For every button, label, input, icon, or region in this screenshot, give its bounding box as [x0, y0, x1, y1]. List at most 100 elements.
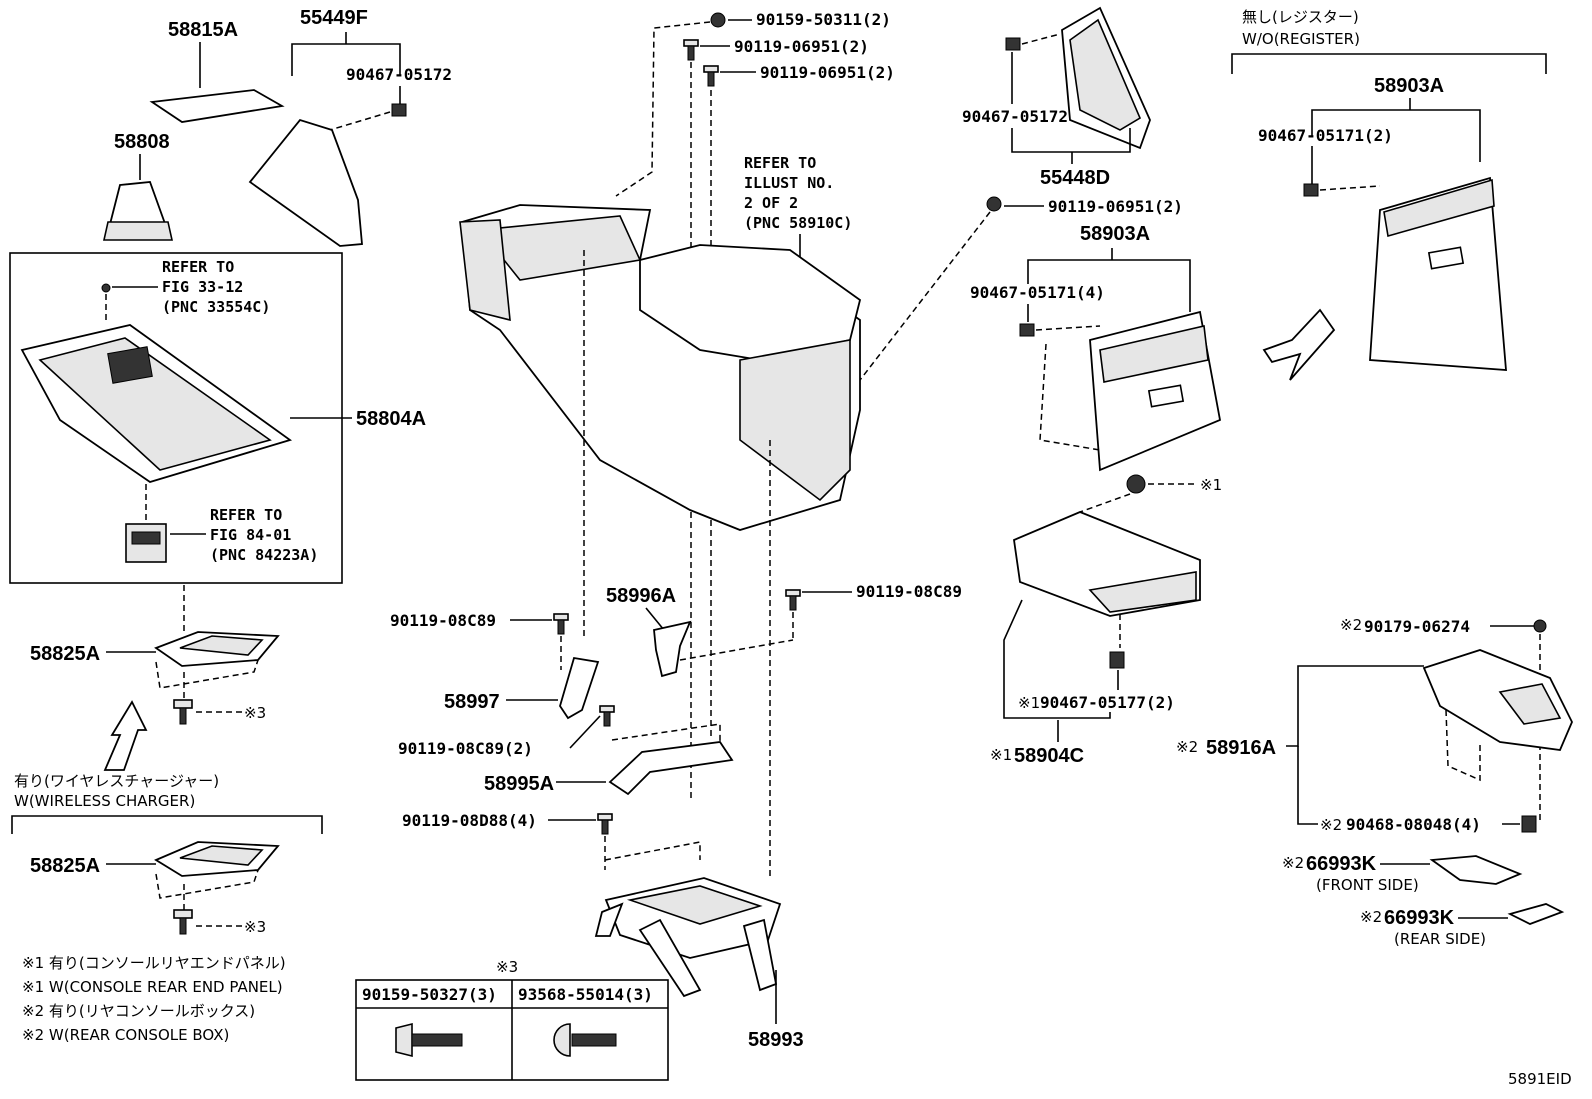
- label-66993K-rear: 66993K: [1384, 907, 1455, 929]
- mark-1-b: ※1: [1018, 694, 1040, 712]
- clip-90467-05172-a: [391, 103, 407, 117]
- pad-58815A: [149, 89, 285, 123]
- ref2-line2: FIG 33-12: [162, 278, 243, 296]
- ref2-line1: REFER TO: [162, 258, 234, 276]
- cover-55449F: [248, 118, 363, 247]
- clip-90467-05171-a: [1019, 323, 1035, 337]
- bracket-58997: [559, 656, 600, 720]
- caption-w-charger-jp: 有り(ワイヤレスチャージャー): [14, 772, 219, 790]
- label-90179-06274: 90179-06274: [1364, 617, 1470, 636]
- switch-84223A: [125, 523, 167, 563]
- mark-2-a: ※2: [1340, 616, 1362, 634]
- mark-2-e: ※2: [1360, 908, 1382, 926]
- nut-90179-06274: [1533, 619, 1547, 633]
- ref3-line1: REFER TO: [210, 506, 282, 524]
- label-58993: 58993: [748, 1029, 804, 1051]
- bolt-90119-08C89-b: [785, 589, 801, 611]
- label-58997: 58997: [444, 691, 500, 713]
- label-58903A-a: 58903A: [1080, 223, 1150, 245]
- label-90467-05171-2: 90467-05171(2): [1258, 126, 1393, 145]
- label-90467-05177: 90467-05177(2): [1040, 693, 1175, 712]
- label-58996A: 58996A: [606, 585, 676, 607]
- mark-3-b: ※3: [244, 918, 266, 936]
- clip-90467-05172-b: [1005, 37, 1021, 51]
- label-90159-50311: 90159-50311(2): [756, 10, 891, 29]
- fastener-table: ※3 90159-50327(3) 93568-55014(3): [355, 958, 669, 1081]
- ref1-line3: 2 OF 2: [744, 194, 798, 212]
- label-58995A: 58995A: [484, 773, 554, 795]
- caption-front-side: (FRONT SIDE): [1316, 876, 1419, 894]
- bolt-m3-a: [173, 699, 193, 725]
- label-90467-05171-4: 90467-05171(4): [970, 283, 1105, 302]
- bracket-58825A-a: [154, 631, 280, 667]
- bolt-90119-06951-b: [703, 65, 719, 87]
- table-col2: 93568-55014(3): [518, 985, 653, 1004]
- label-58825A-a: 58825A: [30, 643, 100, 665]
- legend-line-1: ※1 有り(コンソールリヤエンドパネル): [22, 954, 286, 972]
- label-90119-06951-b: 90119-06951(2): [760, 63, 895, 82]
- console-body: [459, 204, 862, 531]
- bolt-90119-06951-a: [683, 39, 699, 61]
- panel-58804A: [20, 324, 293, 483]
- legend-line-3: ※2 有り(リヤコンソールボックス): [22, 1002, 255, 1020]
- bolt-90119-06951-c: [986, 196, 1002, 212]
- panel-58904C: [1013, 511, 1201, 617]
- mark-2-c: ※2: [1320, 816, 1342, 834]
- clip-90467-05171-b: [1303, 183, 1319, 197]
- mark-1-c: ※1: [990, 746, 1012, 764]
- label-55448D: 55448D: [1040, 167, 1110, 189]
- ref1-line2: ILLUST NO.: [744, 174, 834, 192]
- ref3-line3: (PNC 84223A): [210, 546, 318, 564]
- label-58804A: 58804A: [356, 408, 426, 430]
- bolt-90159-icon: [395, 1022, 463, 1058]
- frame-58993: [594, 877, 782, 998]
- panel-58903A-a: [1089, 310, 1222, 472]
- label-90119-06951-a: 90119-06951(2): [734, 37, 869, 56]
- label-58903A-b: 58903A: [1374, 75, 1444, 97]
- label-90467-05172-a: 90467-05172: [346, 65, 452, 84]
- label-90119-08C89-2: 90119-08C89(2): [398, 739, 533, 758]
- label-58808: 58808: [114, 131, 170, 153]
- diagram-id: 5891EID: [1508, 1070, 1572, 1088]
- table-header: ※3: [496, 958, 518, 976]
- label-58815A: 58815A: [168, 19, 238, 41]
- mat-66993K-front: [1429, 855, 1523, 885]
- caption-wo-register-en: W/O(REGISTER): [1242, 30, 1360, 48]
- ref1-line4: (PNC 58910C): [744, 214, 852, 232]
- mark-3-a: ※3: [244, 704, 266, 722]
- label-90119-06951-c: 90119-06951(2): [1048, 197, 1183, 216]
- label-90119-08D88: 90119-08D88(4): [402, 811, 537, 830]
- mark-1-a: ※1: [1200, 476, 1222, 494]
- part-58808: [103, 181, 173, 241]
- mat-66993K-rear: [1507, 903, 1565, 925]
- label-58916A: 58916A: [1206, 737, 1276, 759]
- bolt-m3-b: [173, 909, 193, 935]
- mark-2-d: ※2: [1282, 854, 1304, 872]
- ref2-line3: (PNC 33554C): [162, 298, 270, 316]
- table-col1: 90159-50327(3): [362, 985, 497, 1004]
- clip-90467-05177: [1109, 651, 1125, 669]
- label-66993K-front: 66993K: [1306, 853, 1377, 875]
- box-58916A: [1422, 649, 1573, 751]
- mark-2-b: ※2: [1176, 738, 1198, 756]
- screw-93568-icon: [553, 1023, 617, 1057]
- ref1-line1: REFER TO: [744, 154, 816, 172]
- caption-rear-side: (REAR SIDE): [1394, 930, 1486, 948]
- bolt-90119-08C89-2: [599, 705, 615, 727]
- bracket-58995A: [608, 741, 734, 796]
- arrow-left-icon: [1262, 308, 1336, 381]
- bracket-58996A: [653, 620, 692, 678]
- nut-90159-50311: [710, 12, 726, 28]
- panel-58903A-b: [1369, 176, 1507, 371]
- label-90467-05172-b: 90467-05172: [962, 107, 1068, 126]
- label-90119-08C89-b: 90119-08C89: [856, 582, 962, 601]
- arrow-up-icon: [103, 700, 148, 771]
- nut-mark1: [1126, 474, 1146, 494]
- ref3-line2: FIG 84-01: [210, 526, 291, 544]
- bolt-90119-08D88: [597, 813, 613, 835]
- caption-w-charger-en: W(WIRELESS CHARGER): [14, 792, 195, 810]
- legend-line-4: ※2 W(REAR CONSOLE BOX): [22, 1026, 229, 1044]
- bracket-58825A-b: [154, 841, 280, 877]
- label-58825A-b: 58825A: [30, 855, 100, 877]
